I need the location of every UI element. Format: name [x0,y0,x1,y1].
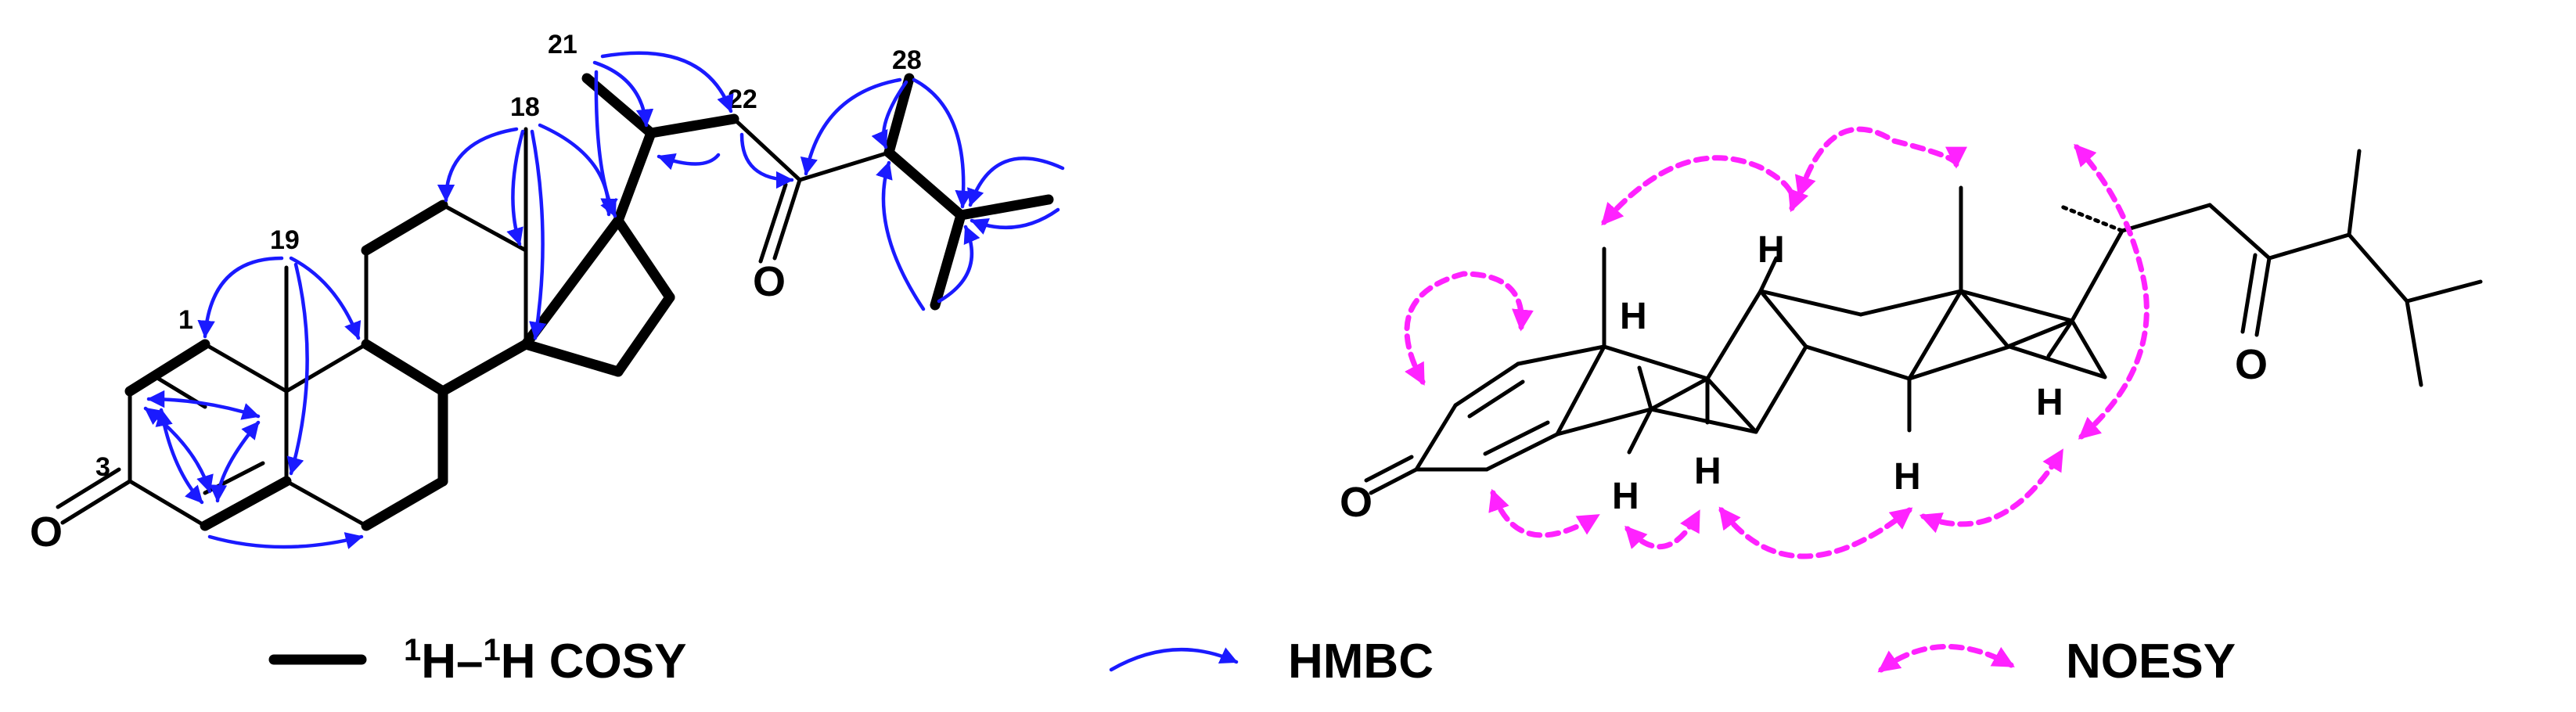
label-c1: 1 [178,305,193,335]
left-c3-o-bond-a [60,479,132,525]
legend-cosy-sup1: 1 [404,633,421,667]
legend-hmbc-label: HMBC [1288,635,1434,689]
label-c19: 19 [270,225,300,255]
right-h-6alpha: H [1612,476,1639,517]
right-h-17alpha: H [2036,382,2063,423]
legend-hmbc-swatch [1109,647,1239,672]
label-c21: 21 [548,30,577,59]
label-c18: 18 [510,92,540,122]
label-c3: 3 [95,452,110,482]
legend-cosy-sup2: 1 [484,633,501,667]
right-skeleton-bonds [1364,149,2483,495]
right-oxygen-c3: O [1340,479,1373,526]
legend-cosy-h2: H [501,635,536,689]
right-h-9alpha: H [1694,451,1722,492]
legend-noesy-label: NOESY [2066,635,2236,689]
left-oxygen-c23: O [753,258,786,305]
left-oxygen-c3: O [30,509,63,556]
legend-cosy-h1: H [421,635,456,689]
left-hmbc-arrows [143,51,1065,549]
right-oxygen-c23: O [2235,341,2268,388]
right-structure: O O H H H H H H [1340,126,2483,559]
left-skeleton-bonds [60,117,891,528]
right-h-11beta: H [1758,229,1785,271]
left-cosy-bonds [124,73,1054,531]
right-noesy-arrows [1404,126,2150,559]
left-structure: O O 1 3 19 18 21 22 28 [30,30,1065,556]
right-h-14alpha: H [1894,456,1921,498]
right-h-8beta: H [1620,296,1647,337]
legend-noesy-swatch [1877,644,2015,673]
legend-cosy-rest: COSY [536,635,687,689]
legend-cosy-dash: – [456,635,483,689]
legend-cosy-label: 1H–1H COSY [404,633,686,689]
legend: 1H–1H COSY HMBC NOESY [268,633,2236,689]
label-c28: 28 [892,45,922,75]
left-c3-o-bond-b [56,467,121,509]
